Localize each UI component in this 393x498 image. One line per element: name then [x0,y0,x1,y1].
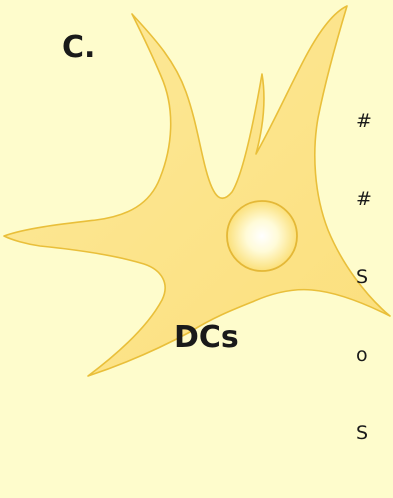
side-text-line: # [356,108,380,134]
side-text-line: # [356,186,380,212]
side-text-line: o [356,342,380,368]
panel-label: C. [62,30,95,65]
truncated-side-text: # # S o S [356,56,380,498]
side-text-line: S [356,264,380,290]
figure-canvas: C. DCs # # S o S [0,0,393,384]
cell-label: DCs [174,320,239,355]
side-text-line: S [356,420,380,446]
nucleus [227,201,297,271]
